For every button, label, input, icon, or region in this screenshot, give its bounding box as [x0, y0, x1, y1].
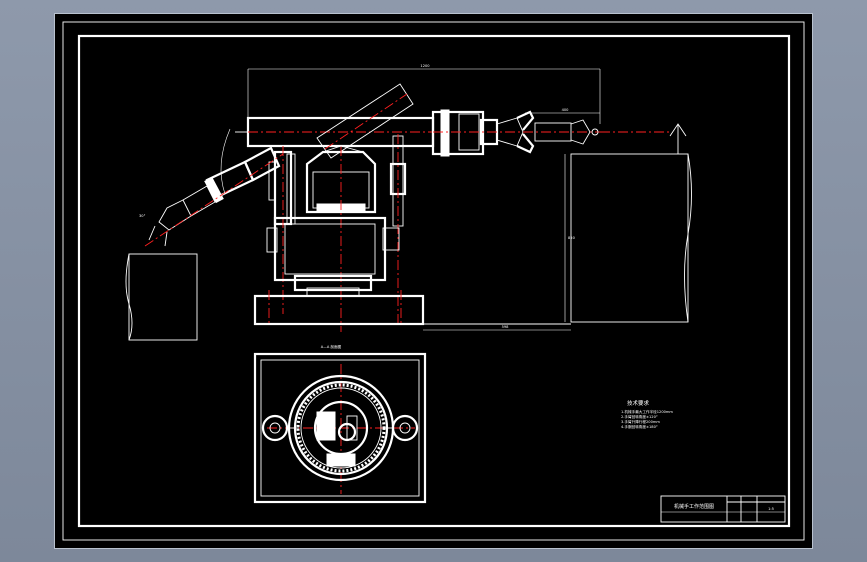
dimension-top-text: 1200	[420, 64, 430, 68]
workpiece-left	[125, 253, 198, 341]
dimension-reach-text: 400	[562, 108, 570, 112]
drawing-canvas: 1200 400	[62, 21, 805, 541]
drawing-title-text: 机械手工作范围图	[674, 503, 714, 510]
section-view-label: A—A 剖面图	[321, 344, 342, 349]
note-line-3: 3.手臂升降行程200mm	[621, 419, 660, 424]
wrist-assembly-right	[431, 109, 600, 157]
section-view	[253, 352, 427, 504]
workpiece-right	[570, 123, 692, 323]
central-housing	[305, 145, 377, 332]
wrist-angle-label: 30°	[139, 214, 146, 218]
technical-notes: 技术要求 1.机械手最大工作半径1200mm 2.手臂回转角度±120° 3.手…	[621, 399, 673, 429]
note-line-4: 4.手腕回转角度±180°	[621, 424, 658, 429]
arm-swung-left: 30°	[139, 146, 284, 247]
notes-heading: 技术要求	[627, 399, 650, 407]
robot-front-view: 1200 400	[125, 64, 692, 341]
base-plate	[253, 294, 425, 326]
dimension-height-text: 850	[568, 236, 576, 240]
rotation-arc	[220, 128, 231, 195]
note-line-1: 1.机械手最大工作半径1200mm	[621, 409, 673, 414]
drawing-sheet: 1200 400	[55, 14, 812, 548]
outer-border	[62, 21, 805, 541]
lift-column	[268, 134, 407, 326]
gripper-extended	[534, 119, 670, 145]
note-line-2: 2.手臂回转角度±120°	[621, 414, 658, 419]
drawing-scale-text: 1:5	[768, 507, 774, 511]
dimension-base-text: 598	[502, 325, 510, 329]
rotary-base	[266, 216, 400, 297]
title-block: 机械手工作范围图 1:5	[660, 495, 786, 523]
inner-frame	[77, 34, 791, 528]
